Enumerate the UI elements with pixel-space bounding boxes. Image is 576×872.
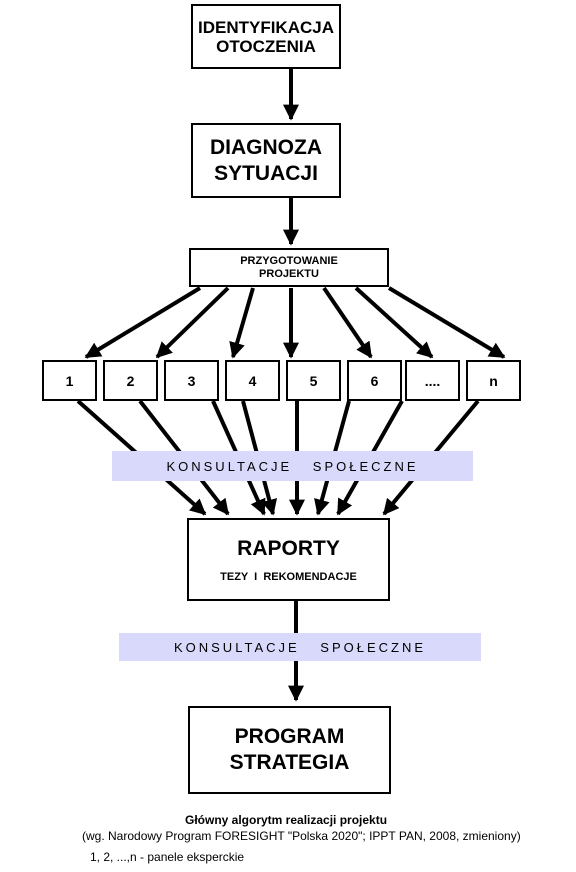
panel-label: 3	[187, 372, 196, 389]
caption-legend: 1, 2, ...,n - panele eksperckie	[90, 850, 245, 864]
preparation-line-1: PRZYGOTOWANIE	[240, 254, 338, 267]
caption-title: Główny algorytm realizacji projektu	[185, 813, 388, 827]
identification-line-1: IDENTYFIKACJA	[197, 17, 334, 37]
reports-title: RAPORTY	[237, 536, 340, 560]
panel-label: n	[489, 372, 498, 389]
panel-box: n	[466, 360, 521, 401]
panel-label: 4	[248, 372, 257, 389]
identification-line-2: OTOCZENIA	[216, 36, 316, 56]
diagnosis-line-2: SYTUACJI	[214, 161, 318, 185]
panel-box: 2	[103, 360, 158, 401]
panel-box: 6	[347, 360, 402, 401]
panel-box: 4	[225, 360, 280, 401]
flow-arrow	[354, 286, 434, 359]
preparation-line-2: PROJEKTU	[259, 267, 319, 280]
panel-box: 5	[286, 360, 341, 401]
panel-box: ....	[405, 360, 460, 401]
program-line-2: STRATEGIA	[229, 751, 350, 774]
consultation-label-2: KONSULTACJE SPOŁECZNE	[173, 639, 427, 655]
diagnosis-box: DIAGNOZA SYTUACJI	[191, 123, 341, 198]
panel-label: 5	[309, 372, 318, 389]
panel-box: 3	[164, 360, 219, 401]
reports-box: RAPORTY TEZY I REKOMENDACJE	[187, 518, 390, 601]
flow-arrow	[322, 286, 373, 359]
consultation-band-2: KONSULTACJE SPOŁECZNE	[119, 633, 481, 661]
panel-label: ....	[424, 372, 441, 389]
panel-label: 1	[65, 372, 74, 389]
consultation-band-1: KONSULTACJE SPOŁECZNE	[112, 451, 473, 481]
consultation-label-1: KONSULTACJE SPOŁECZNE	[166, 458, 419, 474]
caption-source: (wg. Narodowy Program FORESIGHT "Polska …	[82, 829, 521, 843]
reports-subtitle: TEZY I REKOMENDACJE	[220, 570, 357, 583]
flow-arrow	[387, 286, 506, 359]
panel-label: 6	[370, 372, 379, 389]
panel-label: 2	[126, 372, 135, 389]
preparation-box: PRZYGOTOWANIE PROJEKTU	[189, 248, 389, 287]
program-box: PROGRAM STRATEGIA	[188, 706, 391, 794]
flow-arrow	[155, 286, 230, 359]
flow-arrow	[229, 287, 255, 359]
identification-box: IDENTYFIKACJA OTOCZENIA	[191, 4, 341, 69]
program-line-1: PROGRAM	[234, 725, 345, 748]
flow-arrow	[84, 286, 202, 359]
panel-box: 1	[42, 360, 97, 401]
diagnosis-line-1: DIAGNOZA	[210, 135, 322, 159]
